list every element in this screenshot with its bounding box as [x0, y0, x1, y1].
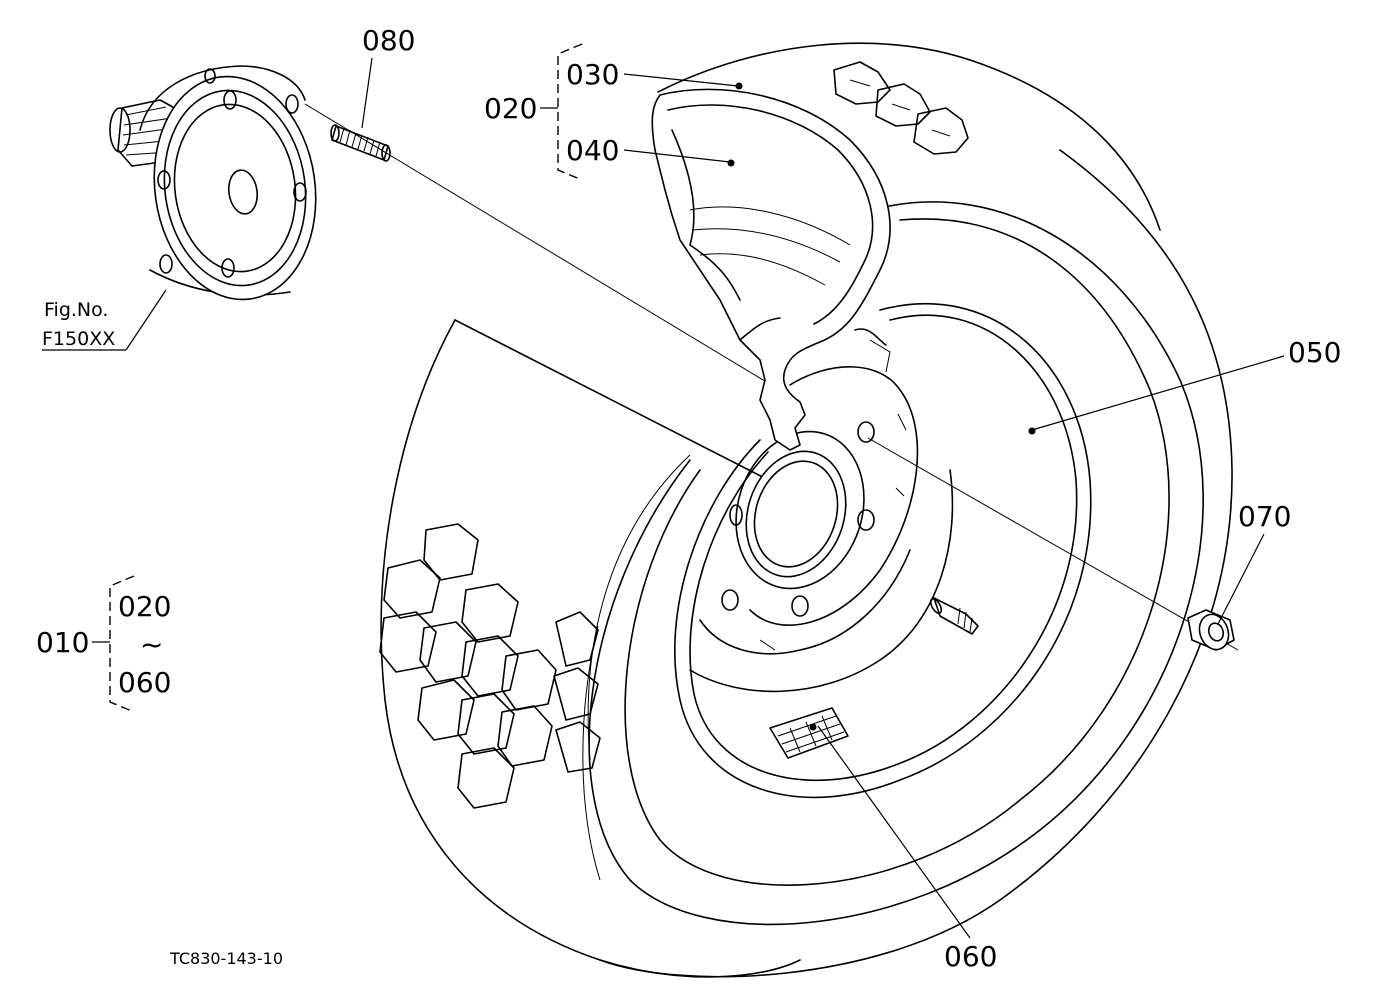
tube-section [651, 88, 891, 451]
tread-blocks-side [379, 523, 601, 809]
fig-ref-label: Fig.No. [44, 299, 108, 321]
bracket-020 [557, 43, 583, 181]
wheel-nut [1187, 609, 1235, 651]
hub-axis-line [304, 103, 794, 399]
drawing-code: TC830-143-10 [169, 949, 283, 968]
callout-080: 080 [362, 24, 415, 57]
leader-lines [92, 57, 1285, 939]
dot-030 [735, 82, 743, 90]
wheel-stud [330, 124, 391, 162]
bracket-010 [109, 575, 135, 713]
callout-020-group: 020 [118, 590, 171, 623]
callout-060-bottom: 060 [944, 940, 997, 973]
callout-060-group: 060 [118, 666, 171, 699]
valve-stem [929, 597, 979, 635]
label-plate [769, 707, 849, 759]
tire [380, 42, 1233, 978]
nut-axis-line [867, 437, 1239, 651]
callout-050: 050 [1288, 336, 1341, 369]
callout-tilde: ~ [140, 628, 163, 661]
callout-020-top: 020 [484, 92, 537, 125]
tread-blocks-top [833, 61, 969, 155]
callout-070: 070 [1238, 500, 1291, 533]
dot-040 [727, 159, 735, 167]
callout-040: 040 [566, 134, 619, 167]
fig-ref-number: F150XX [42, 328, 115, 350]
dot-050 [1028, 427, 1036, 435]
wheel-rim [689, 339, 954, 693]
axle-hub [109, 65, 317, 301]
dot-060 [809, 723, 817, 731]
callout-010: 010 [36, 626, 89, 659]
callout-030: 030 [566, 58, 619, 91]
